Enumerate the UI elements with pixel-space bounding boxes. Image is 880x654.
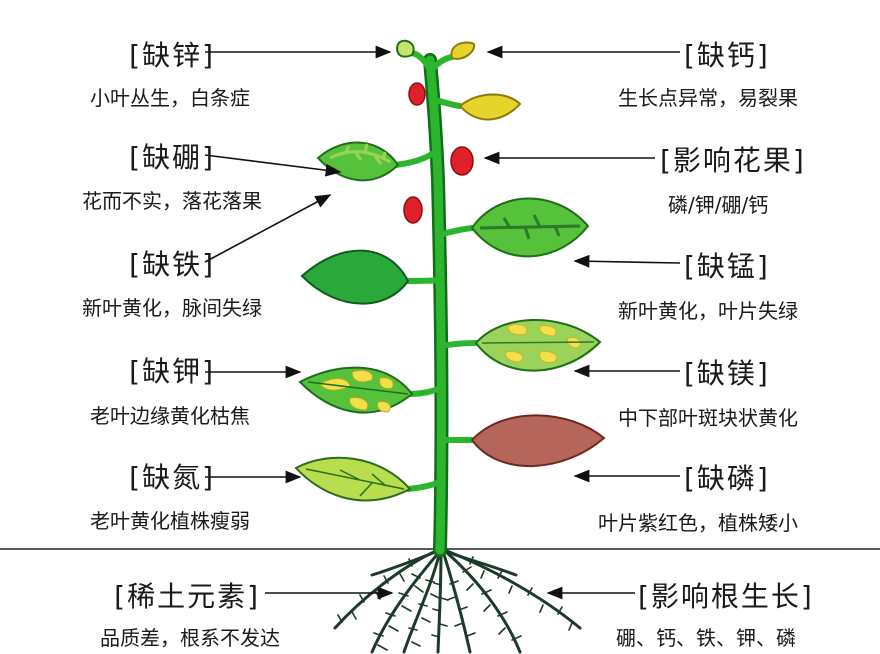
label-rare-earth-desc: 品质差，根系不发达 — [100, 626, 280, 650]
label-boron-desc: 花而不实，落花落果 — [82, 189, 262, 213]
label-nitrogen-desc: 老叶黄化植株瘦弱 — [90, 509, 250, 533]
label-calcium-title: [缺钙] — [684, 39, 770, 72]
pointer-arrows — [204, 45, 681, 600]
label-root-growth-desc: 硼、钙、铁、钾、磷 — [616, 626, 796, 650]
fruit-2 — [450, 146, 474, 176]
label-manganese-title: [缺锰] — [684, 250, 770, 283]
leaf-calcium — [458, 93, 522, 121]
label-nitrogen-title: [缺氮] — [129, 461, 215, 494]
label-potassium-title: [缺钾] — [129, 355, 215, 388]
label-calcium-desc: 生长点异常，易裂果 — [618, 86, 798, 110]
leaf-phosphorus — [470, 414, 606, 468]
label-magnesium-title: [缺镁] — [684, 357, 770, 390]
label-root-growth-title: [影响根生长] — [638, 580, 814, 613]
label-magnesium-desc: 中下部叶斑块状黄化 — [618, 406, 798, 430]
fruit-1 — [408, 82, 426, 106]
label-flower-fruit-title: [影响花果] — [660, 144, 806, 177]
label-flower-fruit-desc: 磷/钾/硼/钙 — [668, 193, 769, 217]
label-zinc-desc: 小叶丛生，白条症 — [90, 86, 250, 110]
label-boron-title: [缺硼] — [129, 141, 215, 174]
label-phosphorus-title: [缺磷] — [684, 462, 770, 495]
leaf-magnesium — [474, 318, 602, 372]
label-zinc-title: [缺锌] — [129, 39, 215, 72]
leaf-iron — [300, 249, 410, 305]
label-iron-desc: 新叶黄化，脉间失绿 — [82, 296, 262, 320]
label-potassium-desc: 老叶边缘黄化枯焦 — [90, 404, 250, 428]
label-manganese-desc: 新叶黄化，叶片失绿 — [618, 299, 798, 323]
roots — [333, 549, 582, 654]
label-phosphorus-desc: 叶片紫红色，植株矮小 — [598, 511, 798, 535]
label-iron-title: [缺铁] — [129, 248, 215, 281]
label-rare-earth-title: [稀土元素] — [114, 580, 260, 613]
leaf-zinc — [396, 39, 415, 58]
root-hairs — [337, 556, 573, 651]
fruit-3 — [403, 196, 423, 224]
